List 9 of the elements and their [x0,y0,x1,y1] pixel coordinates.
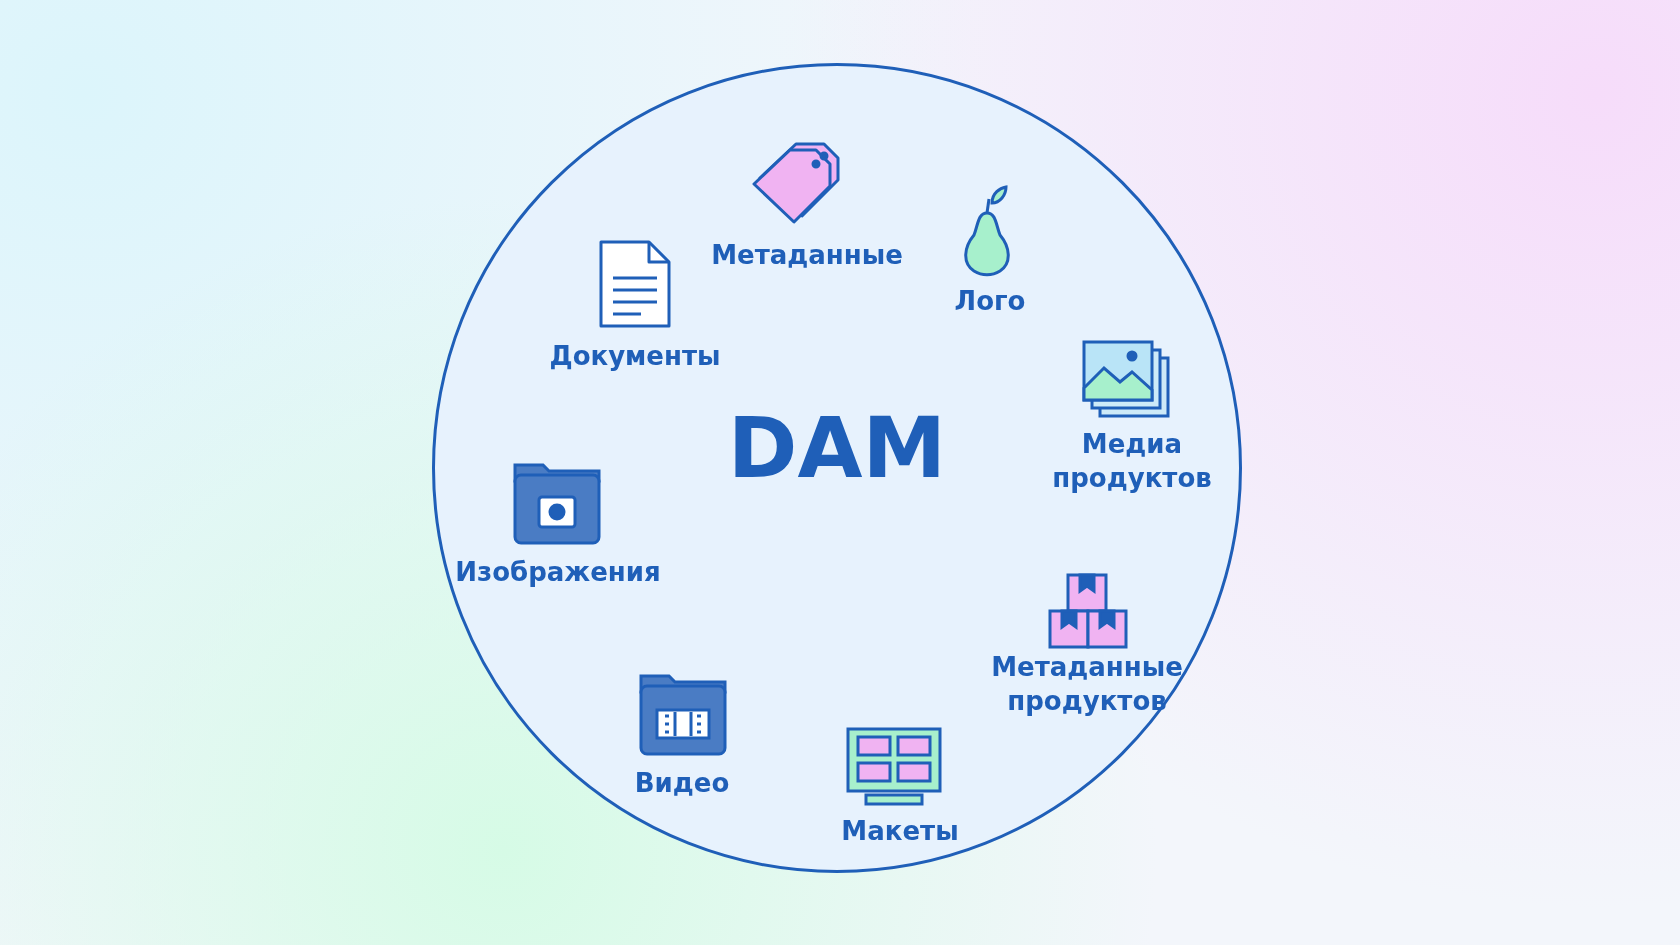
item-label: Макеты [840,815,960,848]
item-label: Изображения [454,556,662,589]
center-title: DAM [727,406,947,490]
item-label: Медиа продуктов [1051,428,1213,495]
item-label: Метаданные [710,239,904,272]
item-label: Документы [548,340,722,373]
item-label: Видео [633,767,731,800]
item-label: Метаданные продуктов [990,651,1184,718]
item-label: Лого [953,285,1027,318]
